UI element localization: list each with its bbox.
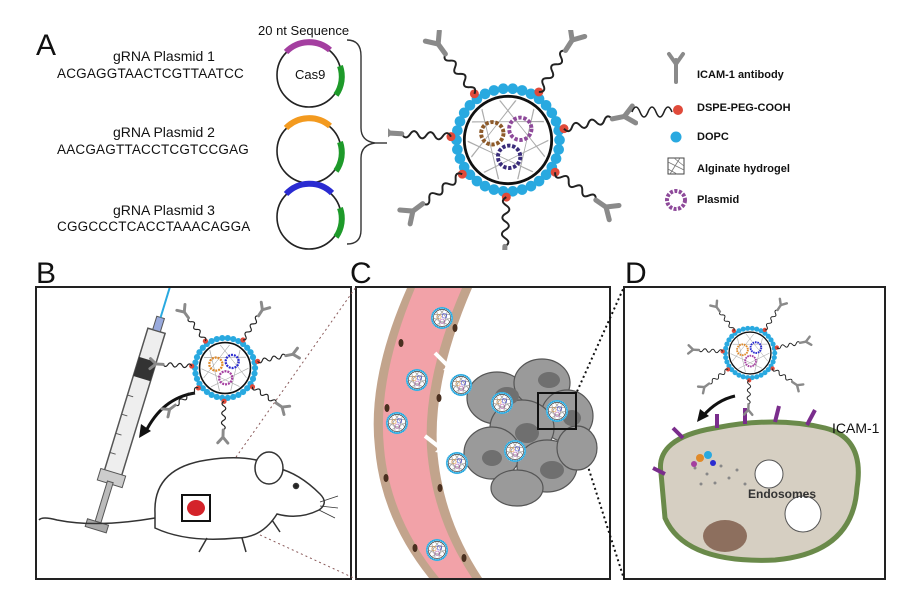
antibody-icon [422,30,448,57]
antibody-icon [284,346,301,360]
nanoparticle-diagram [388,30,638,250]
antibody-icon [742,402,754,417]
nanoparticle [385,411,409,435]
zoom-box [537,392,577,430]
hydrogel-icon [667,157,685,175]
peg-chain-icon [631,105,683,118]
panel-label-d: D [625,257,647,290]
nanoparticle [388,30,638,250]
antibody-icon [175,302,190,320]
nanoparticle [449,373,473,397]
panel-b-nanoparticle [148,300,301,445]
nanoparticle [430,306,454,330]
sequence-header: 20 nt Sequence [258,23,350,38]
nanoparticle [425,538,449,562]
antibody-icon [397,201,426,227]
icam-receptors [652,405,817,476]
panel-label-c: C [350,257,372,290]
cas9-label: Cas9 [295,67,326,82]
antibody-icon [148,357,165,371]
plasmid-3-sequence: CGGCCCTCACCTAAACAGGA [57,219,251,234]
panel-d-nanoparticle [686,297,813,417]
panel-b-scene [38,288,339,553]
plasmid-1-icon [276,39,345,108]
antibody-icon [696,382,711,395]
antibody-icon [667,52,685,84]
nanoparticle [503,439,527,463]
panel-label-a: A [36,29,57,62]
antibody-icon [502,243,508,250]
antibody-icon [709,299,722,313]
endosomes-label: Endosomes [748,487,817,501]
plasmid-icon [665,189,687,211]
nanoparticle [445,451,469,475]
nanoparticle [545,399,569,423]
dopc-icon [670,131,682,143]
panel-c-scene [373,288,598,578]
nanoparticle [405,368,429,392]
panel-label-b: B [36,257,57,290]
nanoparticle [148,300,301,445]
panel-c-particles [385,306,569,562]
nanoparticle [686,297,813,417]
injection-arrow [143,391,196,434]
antibody-icon [216,428,230,445]
plasmid-circles [276,39,345,250]
nanoparticle [490,391,514,415]
antibody-icon [593,197,622,223]
legend-hydrogel-label: Alginate hydrogel [697,163,790,175]
legend-peg-label: DSPE-PEG-COOH [697,102,791,114]
plasmid-1-sequence: ACGAGGTAACTCGTTAATCC [57,66,245,81]
antibody-icon [562,30,588,53]
plasmid-1-title: gRNA Plasmid 1 [113,48,215,64]
antibody-icon [790,380,805,393]
antibody-icon [798,335,813,347]
bracket [346,39,387,245]
syringe-icon [84,288,173,534]
plasmid-2-title: gRNA Plasmid 2 [113,124,215,140]
panel-d-scene [652,394,861,563]
antibody-icon [686,344,701,355]
legend-antibody-label: ICAM-1 antibody [697,69,784,81]
legend-icons [631,52,687,211]
antibody-icon [388,128,405,138]
tumor [187,500,205,516]
legend-plasmid-label: Plasmid [697,194,740,206]
antibody-icon [274,401,292,416]
icam-label: ICAM-1 [832,420,880,436]
plasmid-3-title: gRNA Plasmid 3 [113,202,215,218]
antibody-icon [257,300,272,318]
plasmid-3-icon [276,180,345,250]
antibody-icon [776,297,789,312]
tumor-box [181,494,211,522]
legend-dopc-label: DOPC [697,131,729,143]
plasmid-2-sequence: AACGAGTTACCTCGTCCGAG [57,142,250,157]
blood-vessel [382,288,472,578]
antibody-icon [609,103,638,126]
antibody-icon [160,403,177,419]
mouse-icon [38,451,339,553]
